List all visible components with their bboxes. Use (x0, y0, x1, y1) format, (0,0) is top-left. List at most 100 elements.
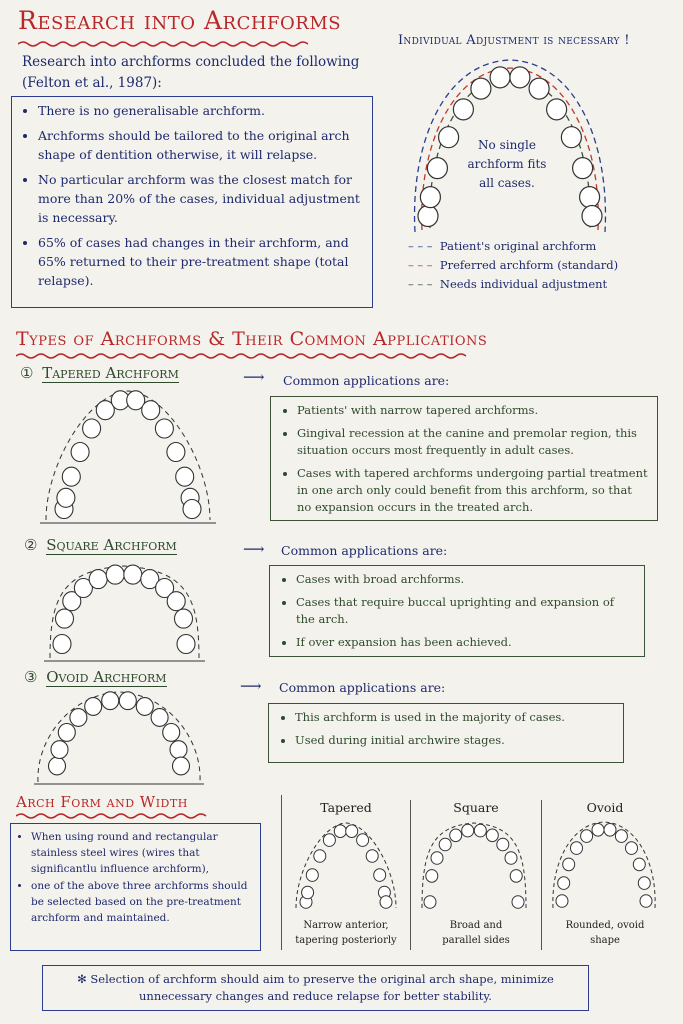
tooth (639, 894, 653, 908)
tooth (305, 868, 319, 882)
tooth (118, 691, 137, 711)
tooth (84, 697, 103, 716)
apps-box-tapered: Patients' with narrow tapered archforms.… (270, 396, 658, 521)
caption-line: parallel sides (442, 935, 510, 946)
width-points-list: When using round and rectangular stainle… (17, 829, 254, 926)
tooth (171, 756, 191, 776)
tooth (614, 829, 628, 843)
caption-line: Rounded, ovoid (565, 920, 645, 931)
tooth (572, 156, 594, 180)
adjustment-title: Individual Adjustment is necessary ! (398, 33, 630, 48)
mini-square-arch (421, 822, 527, 909)
tooth (140, 569, 160, 590)
app-item: Gingival recession at the canine and pre… (297, 425, 649, 459)
tooth (365, 849, 379, 863)
tooth (333, 824, 347, 838)
arch-comparison-diagram (413, 59, 607, 233)
tooth (52, 633, 72, 655)
type-number: ② (24, 536, 38, 554)
tooth (546, 98, 568, 121)
tooth (489, 66, 511, 89)
tooth (61, 466, 81, 487)
tooth (95, 400, 115, 421)
tooth (313, 849, 327, 863)
tooth (470, 77, 492, 100)
finding-item: No particular archform was the closest m… (38, 170, 364, 227)
tooth (637, 876, 651, 890)
tooth (54, 608, 75, 629)
types-underline (16, 353, 467, 359)
tooth (417, 204, 439, 228)
width-point: When using round and rectangular stainle… (31, 829, 254, 877)
tooth (175, 466, 195, 487)
apps-heading-1: Common applications are: (283, 373, 450, 388)
tooth (437, 126, 460, 149)
tooth (126, 390, 146, 411)
app-item: Cases with broad archforms. (296, 571, 636, 588)
column-title-square: Square (453, 800, 499, 815)
tooth (511, 895, 525, 909)
column-caption-tapered: Narrow anterior, tapering posteriorly (284, 918, 408, 948)
tooth (101, 691, 120, 711)
finding-item: Archforms should be tailored to the orig… (38, 126, 364, 164)
apps-list: This archform is used in the majority of… (277, 709, 615, 749)
tooth (557, 876, 571, 890)
footer-note: Selection of archform should aim to pres… (90, 972, 554, 1003)
caption-line: tapering posteriorly (295, 935, 397, 946)
mini-tapered-arch (295, 822, 397, 909)
type-heading-square: ② Square Archform (24, 536, 177, 555)
tooth (581, 204, 603, 228)
apps-list: Patients' with narrow tapered archforms.… (279, 402, 649, 516)
legend-label: Preferred archform (standard) (439, 258, 619, 272)
legend-item: – – – Patient's original archform (408, 239, 597, 253)
legend-item: – – – Needs individual adjustment (408, 277, 608, 291)
tooth (356, 833, 370, 847)
apps-list: Cases with broad archforms. Cases that r… (278, 571, 636, 651)
tooth (123, 564, 143, 585)
tooth (625, 841, 638, 855)
tooth (419, 186, 441, 209)
types-title: Types of Archforms & Their Common Applic… (16, 328, 488, 350)
column-divider (410, 800, 411, 950)
tooth (322, 833, 336, 847)
square-arch-diagram (44, 564, 205, 662)
star-icon: ✻ (77, 972, 87, 986)
caption-line: Broad and (449, 920, 503, 931)
arrow-3: ⟶ (240, 677, 262, 695)
center-note-line: all cases. (479, 176, 535, 190)
tooth (562, 857, 576, 872)
page-title: Research into Archforms (18, 6, 342, 35)
apps-box-square: Cases with broad archforms. Cases that r… (269, 565, 645, 657)
title-underline (18, 41, 308, 47)
tooth (82, 418, 102, 439)
type-heading-ovoid: ③ Ovoid Archform (24, 668, 167, 687)
legend-item: – – – Preferred archform (standard) (408, 258, 619, 272)
tooth (603, 823, 617, 837)
tooth (155, 577, 175, 599)
apps-box-ovoid: This archform is used in the majority of… (268, 703, 624, 763)
tooth (162, 722, 181, 742)
finding-item: There is no generalisable archform. (38, 101, 364, 120)
tooth (425, 869, 439, 883)
tooth (176, 633, 196, 655)
tooth (105, 564, 125, 585)
width-title: Arch Form and Width (16, 793, 188, 811)
tooth (580, 829, 594, 843)
tooth (570, 841, 583, 855)
center-note-line: No single (478, 138, 536, 152)
tooth (135, 697, 154, 716)
tooth (150, 708, 169, 727)
mini-ovoid-arch (552, 821, 656, 909)
tapered-arch-diagram (40, 390, 216, 524)
column-divider (541, 800, 542, 950)
column-caption-square: Broad and parallel sides (412, 918, 540, 948)
width-point: one of the above three archforms should … (31, 878, 254, 926)
app-item: This archform is used in the majority of… (295, 709, 615, 726)
tooth (166, 441, 186, 463)
tooth (528, 77, 550, 100)
tooth (141, 400, 161, 421)
tooth (88, 569, 108, 590)
legend: – – – Patient's original archform – – – … (408, 237, 618, 294)
tooth (560, 126, 582, 149)
column-title-tapered: Tapered (320, 800, 372, 815)
